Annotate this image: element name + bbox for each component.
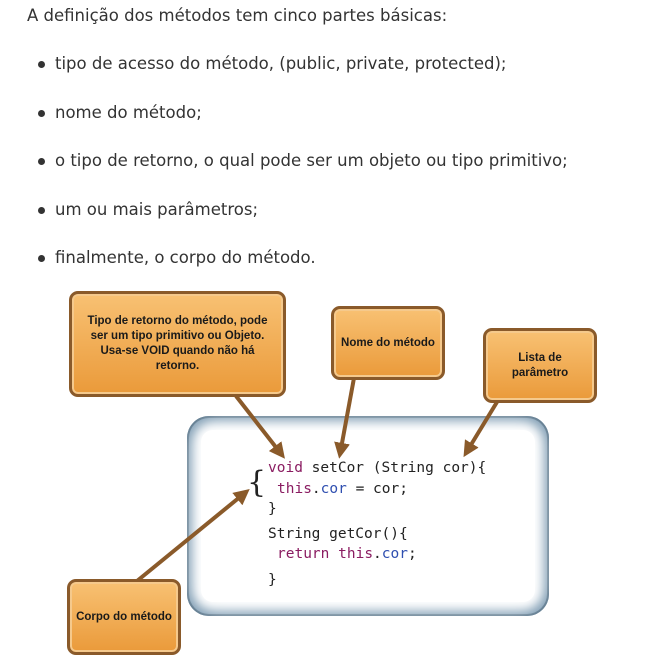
list-item-text: tipo de acesso do método, (public, priva…	[55, 54, 507, 73]
code-keyword: return	[277, 546, 330, 562]
list-item-text: o tipo de retorno, o qual pode ser um ob…	[55, 151, 568, 170]
list-item: um ou mais parâmetros;	[0, 198, 568, 247]
parts-list: tipo de acesso do método, (public, priva…	[0, 52, 568, 295]
arrow-nome	[334, 377, 356, 459]
bullet-icon	[38, 255, 45, 262]
callout-parameter-list: Lista de parâmetro	[483, 328, 597, 403]
list-item: o tipo de retorno, o qual pode ser um ob…	[0, 149, 568, 198]
code-keyword: this	[277, 481, 312, 497]
code-line-6: }	[268, 572, 277, 588]
list-item-text: finalmente, o corpo do método.	[55, 248, 316, 267]
code-box-inner	[201, 430, 535, 602]
code-text: setCor (String cor){	[302, 460, 487, 476]
code-line-2: this.cor = cor;	[277, 481, 408, 497]
list-item: nome do método;	[0, 101, 568, 150]
code-line-3: }	[268, 501, 277, 517]
code-line-4: String getCor(){	[268, 526, 408, 542]
arrow-lista	[463, 400, 499, 458]
intro-text: A definição dos métodos tem cinco partes…	[27, 6, 448, 25]
callout-return-type: Tipo de retorno do método, pode ser um t…	[69, 291, 286, 397]
callout-method-name: Nome do método	[331, 306, 445, 380]
list-item: tipo de acesso do método, (public, priva…	[0, 52, 568, 101]
list-item-text: nome do método;	[55, 102, 202, 122]
code-box	[187, 416, 549, 616]
body-brace: {	[247, 465, 267, 500]
bullet-icon	[38, 61, 45, 68]
list-item: finalmente, o corpo do método.	[0, 246, 568, 295]
code-text: ;	[407, 546, 417, 562]
callout-method-body: Corpo do método	[67, 579, 181, 655]
code-line-5: return this.cor;	[277, 546, 417, 562]
code-keyword: void	[268, 460, 303, 476]
arrow-corpo	[135, 488, 250, 583]
bullet-icon	[38, 158, 45, 165]
code-keyword: this	[338, 546, 374, 562]
list-item-text: um ou mais parâmetros;	[55, 199, 259, 219]
bullet-icon	[38, 206, 45, 214]
arrow-retorno	[234, 394, 285, 459]
code-text: = cor;	[346, 481, 408, 497]
code-line-1: void setCor (String cor){	[268, 458, 486, 478]
bullet-icon	[38, 109, 45, 117]
code-field: cor	[381, 546, 408, 562]
code-field: cor	[320, 481, 347, 497]
